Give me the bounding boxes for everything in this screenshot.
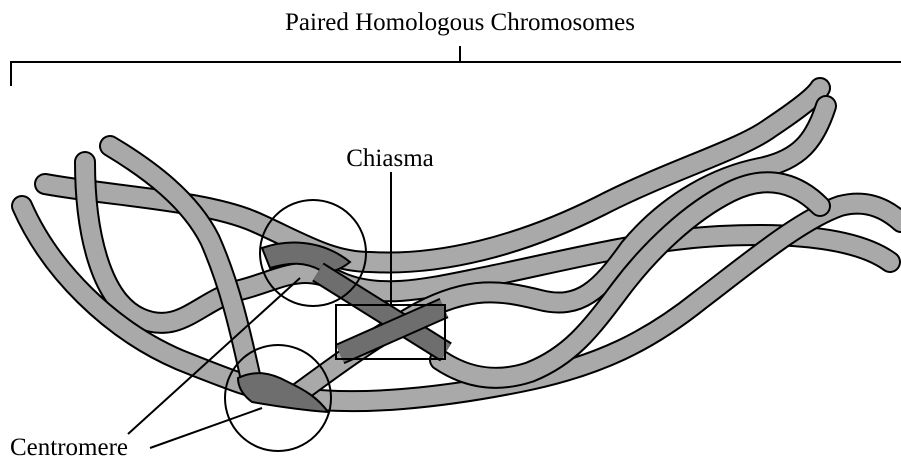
title-bracket xyxy=(11,46,901,86)
centromere-leader-lower xyxy=(150,408,262,448)
centromere-label: Centromere xyxy=(10,434,128,461)
chromatid-d xyxy=(110,146,252,384)
chromatid-strands xyxy=(22,88,901,401)
chiasma-label: Chiasma xyxy=(346,145,434,172)
diagram-title: Paired Homologous Chromosomes xyxy=(285,9,635,36)
